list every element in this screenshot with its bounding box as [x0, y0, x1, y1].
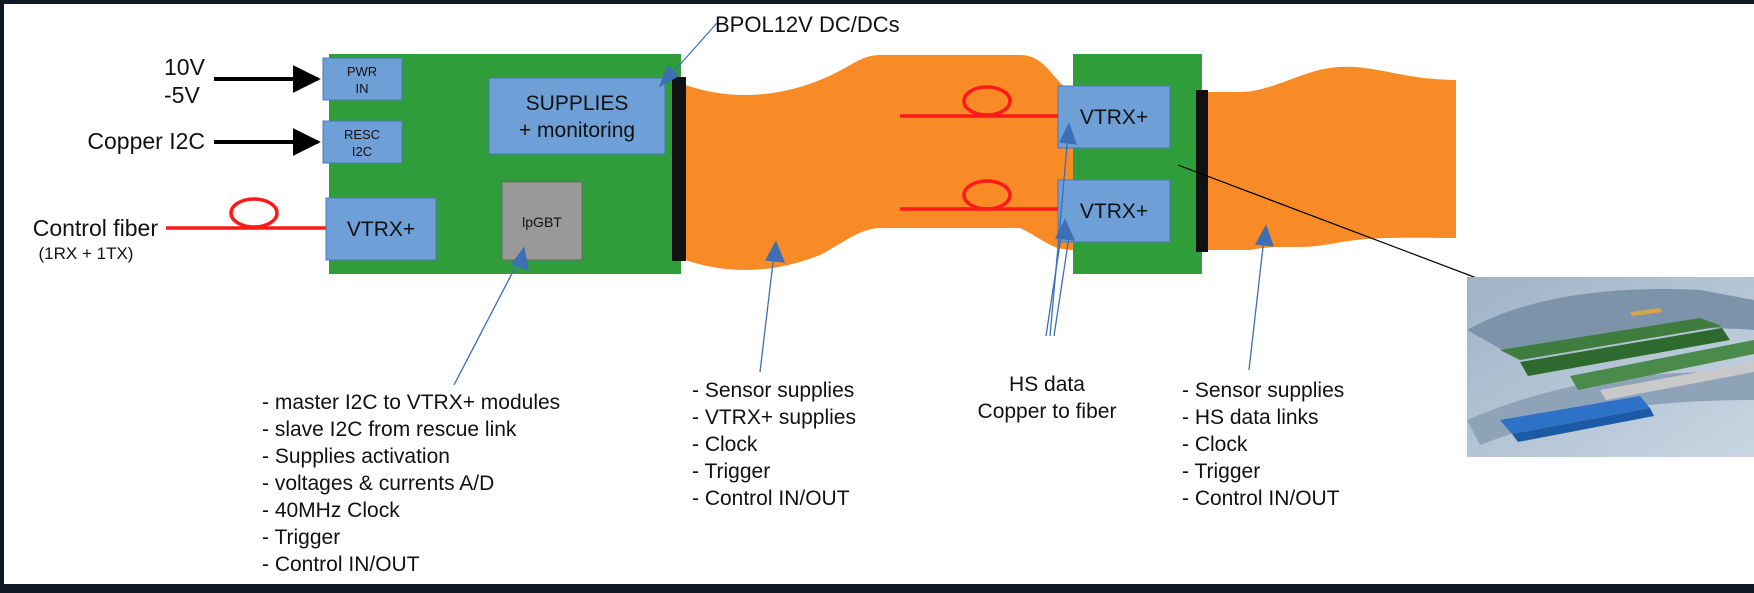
lpgbt-note: - Supplies activation	[262, 445, 450, 468]
hs-data-label-2: Copper to fiber	[978, 400, 1117, 423]
vtrx-module-top	[1057, 85, 1171, 149]
connector-2	[1196, 90, 1208, 252]
pwr-in-module	[322, 57, 403, 101]
hs-data-label-1: HS data	[1009, 373, 1085, 396]
cable2-note: - Trigger	[1182, 460, 1260, 483]
hs-fiber-bottom-loop	[962, 179, 1012, 211]
cable2-note: - Clock	[1182, 433, 1248, 456]
flex-cable-end	[1195, 66, 1456, 250]
control-fiber-loop	[229, 197, 279, 229]
cable2-notes: - Sensor supplies - HS data links - Cloc…	[1182, 379, 1344, 510]
control-fiber-label: Control fiber	[33, 215, 159, 241]
cable1-note: - Sensor supplies	[692, 379, 854, 402]
cable1-notes: - Sensor supplies - VTRX+ supplies - Clo…	[692, 379, 856, 510]
cable2-note: - Control IN/OUT	[1182, 487, 1340, 510]
lpgbt-notes: - master I2C to VTRX+ modules - slave I2…	[262, 391, 560, 576]
resc-i2c-module	[322, 120, 403, 164]
lpgbt-note: - 40MHz Clock	[262, 499, 400, 522]
callout-arrows	[453, 22, 1274, 386]
lpgbt-note: - master I2C to VTRX+ modules	[262, 391, 560, 414]
vtrx-module-bottom	[1057, 179, 1171, 243]
cable1-note: - VTRX+ supplies	[692, 406, 856, 429]
cable1-note: - Clock	[692, 433, 758, 456]
cable2-note: - Sensor supplies	[1182, 379, 1344, 402]
connector-1	[672, 77, 686, 261]
lpgbt-note: - slave I2C from rescue link	[262, 418, 517, 441]
control-fiber-sublabel: (1RX + 1TX)	[39, 244, 134, 263]
lpgbt-note: - Control IN/OUT	[262, 553, 420, 576]
lpgbt-label: lpGBT	[522, 214, 562, 230]
lpgbt-chip	[501, 181, 583, 261]
vtrx-bottom-label: VTRX+	[1080, 200, 1148, 223]
supplies-label-2: + monitoring	[519, 119, 635, 142]
power-label-10v: 10V	[164, 54, 206, 80]
cable2-note: - HS data links	[1182, 406, 1319, 429]
pwr-in-label-1: PWR	[347, 64, 377, 79]
module-render-image	[1467, 277, 1754, 457]
copper-i2c-label: Copper I2C	[87, 128, 205, 154]
lpgbt-note: - voltages & currents A/D	[262, 472, 494, 495]
pwr-in-label-2: IN	[356, 81, 369, 96]
lpgbt-note: - Trigger	[262, 526, 340, 549]
vtrx-top-label: VTRX+	[1080, 106, 1148, 129]
bpol-callout-label: BPOL12V DC/DCs	[715, 12, 900, 37]
supplies-module	[488, 77, 666, 155]
hs-fiber-top-loop	[962, 85, 1012, 117]
resc-label-1: RESC	[344, 127, 380, 142]
cable1-note: - Trigger	[692, 460, 770, 483]
resc-label-2: I2C	[352, 144, 372, 159]
vtrx-control-label: VTRX+	[347, 218, 415, 241]
power-label-5v: -5V	[164, 82, 200, 108]
supplies-label-1: SUPPLIES	[526, 92, 629, 115]
flex-cable-main	[672, 55, 1075, 270]
vtrx-module-control	[325, 197, 437, 261]
cable1-note: - Control IN/OUT	[692, 487, 850, 510]
